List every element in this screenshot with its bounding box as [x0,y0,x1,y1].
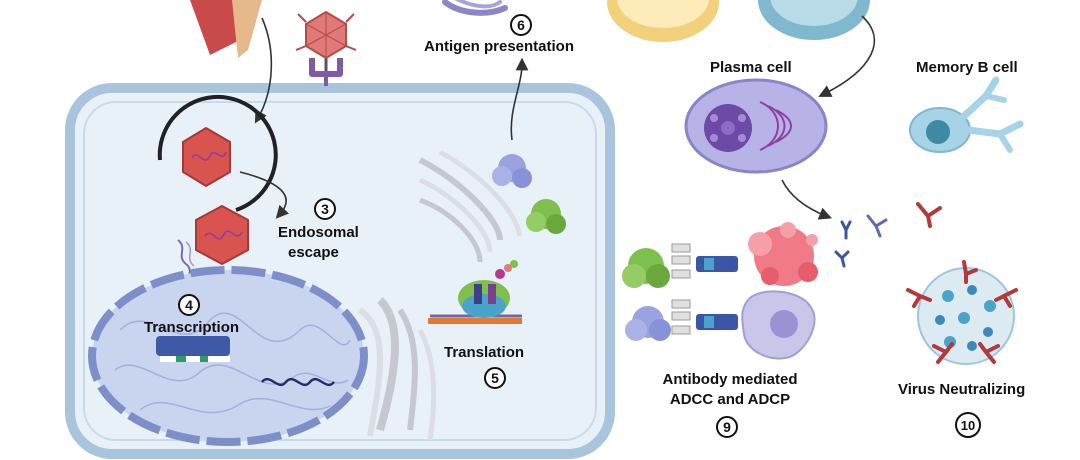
green-antigen-icon [622,248,670,288]
step-5-badge: 5 [484,367,506,389]
antibody-icon [834,202,942,268]
memory-b-cell-icon [909,76,1024,153]
er-icon [358,297,437,441]
plasma-cell-label: Plasma cell [710,59,792,76]
translation-label: Translation [444,344,525,361]
entry-arrow [254,17,273,124]
plasma-arrow [818,15,876,97]
virus-particle-icon [917,267,1015,365]
b-cell-top-right-icon [758,0,870,40]
step-9-badge: 9 [716,416,738,438]
presentation-arrow [510,57,529,141]
antibody-mediated-label: Antibody mediated [662,371,798,388]
receptor-icon [309,58,343,86]
antigen-lilac-icon [492,154,532,188]
lilac-antigen-icon [625,306,671,341]
b-cell-top-left-icon [607,0,719,42]
fc-receptor-icon [671,243,738,335]
step-10-badge: 10 [955,412,981,438]
antigen-green-icon [526,199,566,234]
adcc-adcp-label: ADCC and ADCP [669,391,791,408]
virus-icon [295,10,357,76]
macrophage-icon [741,290,816,360]
escape-label: escape [288,244,339,261]
tumor-cell-icon [748,222,818,286]
golgi-icon [418,149,523,263]
step-6-badge: 6 [510,14,532,36]
ribosome-icon [428,260,522,324]
plasma-cell-icon [684,78,828,174]
antigen-presentation-label: Antigen presentation [424,38,575,55]
memory-b-cell-label: Memory B cell [916,59,1018,76]
endosomal-label: Endosomal [278,224,359,241]
nucleus-icon [88,266,368,446]
muscle-icon [190,0,262,58]
antigen-top-icon [442,0,508,16]
step-3-badge: 3 [314,198,336,220]
antibody-arrow [781,179,832,220]
escaped-virus-icon [195,204,249,266]
virus-neutralizing-label: Virus Neutralizing [898,381,1026,398]
transcription-label: Transcription [144,319,240,336]
step-4-badge: 4 [178,294,200,316]
neutralizing-antibody-icon [906,260,1018,364]
escape-arrow [239,171,290,219]
endosome-icon [157,94,278,212]
